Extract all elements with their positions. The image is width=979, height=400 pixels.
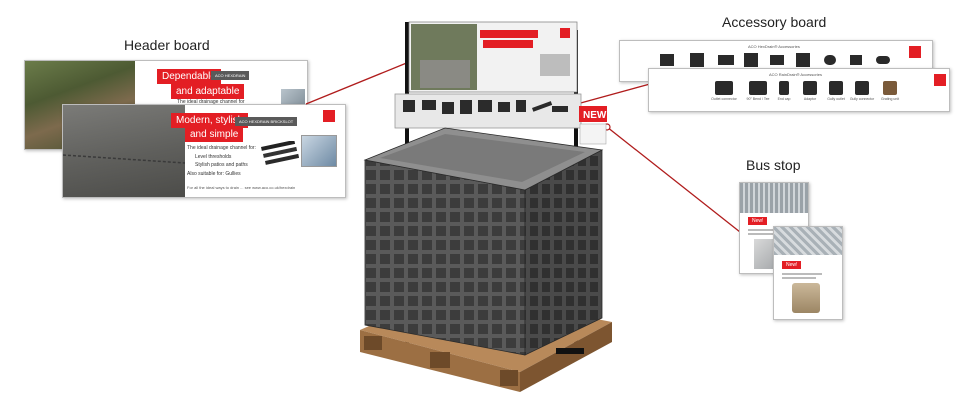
header-back-subtitle: The ideal drainage channel for [177, 99, 245, 105]
channel-product-image [261, 141, 299, 165]
header-front-intro: The ideal drainage channel for: [187, 145, 256, 151]
header-back-tag-1: Dependable [157, 69, 221, 84]
header-front-tag-1: Modern, stylish [171, 113, 249, 128]
bus-stop-card-front: New! [773, 226, 843, 320]
leader-header [305, 61, 410, 105]
new-badge-text: NEW [583, 110, 607, 121]
header-front-bullet-1: Level thresholds [195, 154, 232, 160]
bus-stop-back-tag: New! [748, 217, 768, 225]
aco-logo [322, 109, 336, 123]
header-board-label: Header board [124, 37, 210, 53]
doorway-photo [301, 135, 337, 167]
header-back-tag-2: and adaptable [171, 84, 245, 99]
accessory-item: End cap [767, 81, 801, 101]
header-front-bullet-2: Stylish patios and paths [195, 162, 248, 168]
accessory-item: Adaptor [793, 81, 827, 101]
accessory-item: Outlet connector [707, 81, 741, 101]
header-front-footer: For all the ideal ways to drain ... see … [187, 185, 296, 190]
slot-drain-line [63, 154, 185, 164]
accessory-board-card-front: ACO RainDrain® Accessories Outlet connec… [648, 68, 950, 112]
leader-accessory [576, 83, 651, 105]
stack-front [364, 159, 526, 356]
accessory-item: Gully outlet [819, 81, 853, 101]
accessory-item: 90° Bend / Tee [741, 81, 775, 101]
bus-stop-front-tag: New! [782, 261, 802, 269]
accessory-front-title: ACO RainDrain® Accessories [769, 72, 822, 77]
new-badge [579, 106, 607, 122]
leader-bus-stop [606, 126, 741, 233]
header-board-card-front: Modern, stylish ACO HEXDRAIN BRICKSLOT a… [62, 104, 346, 198]
paving-photo [63, 105, 185, 197]
accessory-back-title: ACO HexDrain® Accessories [748, 44, 800, 49]
accessory-item: Gully connector [845, 81, 879, 101]
gully-product-image [792, 283, 820, 313]
aco-logo [908, 45, 922, 59]
bus-stop-label: Bus stop [746, 157, 801, 173]
header-front-extra: Also suitable for: Gullies [187, 171, 241, 177]
header-front-tag-2: and simple [185, 127, 244, 142]
accessory-item: Grating unit [873, 81, 907, 101]
aco-logo [933, 73, 947, 87]
header-back-grey-tag: ACO HEXDRAIN [211, 71, 250, 80]
grating-photo [740, 183, 808, 213]
gully-photo [774, 227, 842, 255]
accessory-board-label: Accessory board [722, 14, 827, 30]
header-front-grey-tag: ACO HEXDRAIN BRICKSLOT [235, 117, 298, 126]
